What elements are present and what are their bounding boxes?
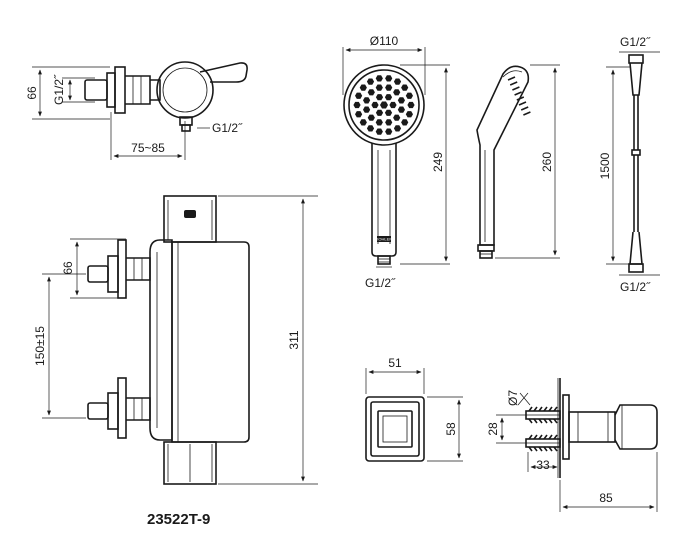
spray-nozzle [384,109,393,116]
handshower-length-label: 249 [431,152,445,172]
spray-nozzle [385,128,393,135]
valve-spacing-label: 150±15 [33,326,47,366]
spray-nozzle [353,101,361,109]
anchor-33-label: 33 [536,458,550,472]
top-view-66-label: 66 [25,86,39,100]
hose-view: G1/2˝ G1/2˝ 1500 [598,35,660,294]
plate-height-label: 58 [444,422,458,436]
wall-depth-label: 85 [599,491,613,505]
spray-nozzle [397,97,405,104]
spray-nozzle [359,119,367,126]
spray-nozzle [375,119,383,126]
anchor-barb [543,434,548,452]
valve-66-label: 66 [61,261,75,275]
spray-nozzle [385,119,393,126]
hose-g-bottom-label: G1/2˝ [620,280,651,294]
handshower-front-view: Ø110 KOHLER G1/2˝ 249 [342,34,450,290]
spray-nozzle [355,111,363,118]
spray-nozzle [407,101,415,109]
anchor-barb [548,406,553,424]
valve-front-view: 66 150±15 [33,195,318,485]
top-view: 66 G1/2˝ G1/2˝ 75~85 [25,61,248,160]
spray-nozzle [375,84,383,91]
spray-nozzle [393,114,401,121]
spray-nozzle [355,92,363,99]
anchor-barb [538,406,543,424]
anchor-barb [553,434,558,452]
spray-nozzle [405,92,413,99]
spray-nozzle [359,84,367,91]
anchor-diameter-label: Ø7 [506,390,520,406]
brand-mark: KOHLER [376,237,393,242]
spray-nozzle [363,106,371,113]
spray-nozzle [367,114,375,121]
anchor-barb [538,434,543,452]
side-spray-jets [507,76,531,116]
anchor-barb [553,406,558,424]
spray-nozzle [375,109,384,116]
spray-nozzle [363,97,371,104]
spray-nozzle [375,94,384,101]
spray-nozzle [401,84,409,91]
wall-anchors [525,406,561,452]
plate-width-label: 51 [388,356,402,370]
anchor-barb [533,406,538,424]
side-spray-jet [507,76,516,81]
spray-nozzle [384,94,393,101]
spray-nozzle [393,125,402,132]
top-view-g-bottom-label: G1/2˝ [212,121,243,135]
wall-mount-view: Ø7 28 33 85 [486,378,658,512]
model-number: 23522T-9 [147,511,210,528]
side-spray-jet [520,106,529,111]
spray-nozzles [353,75,415,135]
head-diameter-label: Ø110 [370,34,399,48]
spray-nozzle [385,75,393,82]
spray-nozzle [366,78,375,85]
spray-nozzle [366,125,375,132]
spray-nozzle [367,89,375,96]
anchor-barb [528,406,533,424]
spray-nozzle [380,101,388,109]
escutcheon-plate-view: 51 58 [365,356,463,462]
spray-nozzle [393,89,401,96]
spray-nozzle [397,106,405,113]
top-view-g-left-label: G1/2˝ [52,74,66,105]
anchor-barb [548,434,553,452]
spray-nozzle [371,101,379,109]
top-view-width-label: 75~85 [131,141,165,155]
hose-g-top-label: G1/2˝ [620,35,651,49]
side-spray-jet [514,91,522,96]
side-spray-jet [523,111,531,116]
anchor-barb [543,406,548,424]
handshower-side-view: 260 [476,64,560,259]
spray-nozzle [375,128,383,135]
anchor-barb [528,434,533,452]
spray-nozzle [401,119,409,126]
side-spray-jet [509,81,518,86]
spray-nozzle [385,84,393,91]
anchor-barb [533,434,538,452]
side-spray-jet [516,96,525,101]
spray-nozzle [375,75,383,82]
spray-nozzle [389,101,397,109]
side-length-label: 260 [540,152,554,172]
side-spray-jet [518,101,527,106]
handshower-g-label: G1/2˝ [365,276,396,290]
spray-nozzle [393,78,402,85]
spray-nozzle [405,111,413,118]
anchor-28-label: 28 [486,422,500,436]
hose-length-label: 1500 [598,152,612,179]
valve-height-label: 311 [287,330,301,349]
side-spray-jet [512,86,520,91]
